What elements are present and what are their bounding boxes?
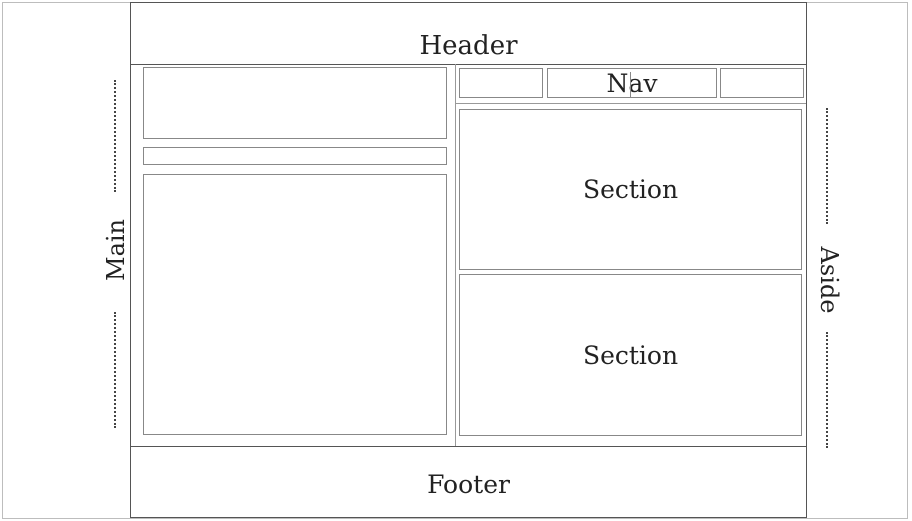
nav-cursor-mark bbox=[630, 72, 631, 98]
left-top-box bbox=[143, 67, 447, 139]
section-2-label: Section bbox=[582, 340, 679, 370]
page-body-frame bbox=[130, 2, 807, 518]
footer-divider bbox=[131, 446, 806, 447]
nav-bottom-line bbox=[456, 103, 806, 104]
nav-region: Nav bbox=[547, 66, 717, 100]
main-dotted-leader-top bbox=[114, 80, 116, 192]
nav-tab-3 bbox=[720, 68, 804, 98]
section-box-1: Section bbox=[459, 109, 802, 270]
main-label: Main bbox=[102, 218, 130, 282]
column-divider bbox=[455, 64, 456, 446]
nav-label: Nav bbox=[606, 68, 658, 98]
footer-label: Footer bbox=[427, 469, 510, 499]
section-box-2: Section bbox=[459, 274, 802, 436]
aside-dotted-leader-top bbox=[826, 108, 828, 224]
header-label: Header bbox=[419, 31, 518, 61]
nav-tab-1 bbox=[459, 68, 543, 98]
header-region: Header bbox=[131, 28, 806, 64]
left-main-box bbox=[143, 174, 447, 435]
main-dotted-leader-bottom bbox=[114, 312, 116, 428]
aside-dotted-leader-bottom bbox=[826, 332, 828, 448]
header-divider bbox=[131, 64, 806, 65]
aside-label: Aside bbox=[815, 246, 843, 314]
left-strip-box bbox=[143, 147, 447, 165]
section-1-label: Section bbox=[582, 175, 679, 204]
nav-tab-2 bbox=[547, 68, 717, 98]
footer-region: Footer bbox=[131, 466, 806, 502]
